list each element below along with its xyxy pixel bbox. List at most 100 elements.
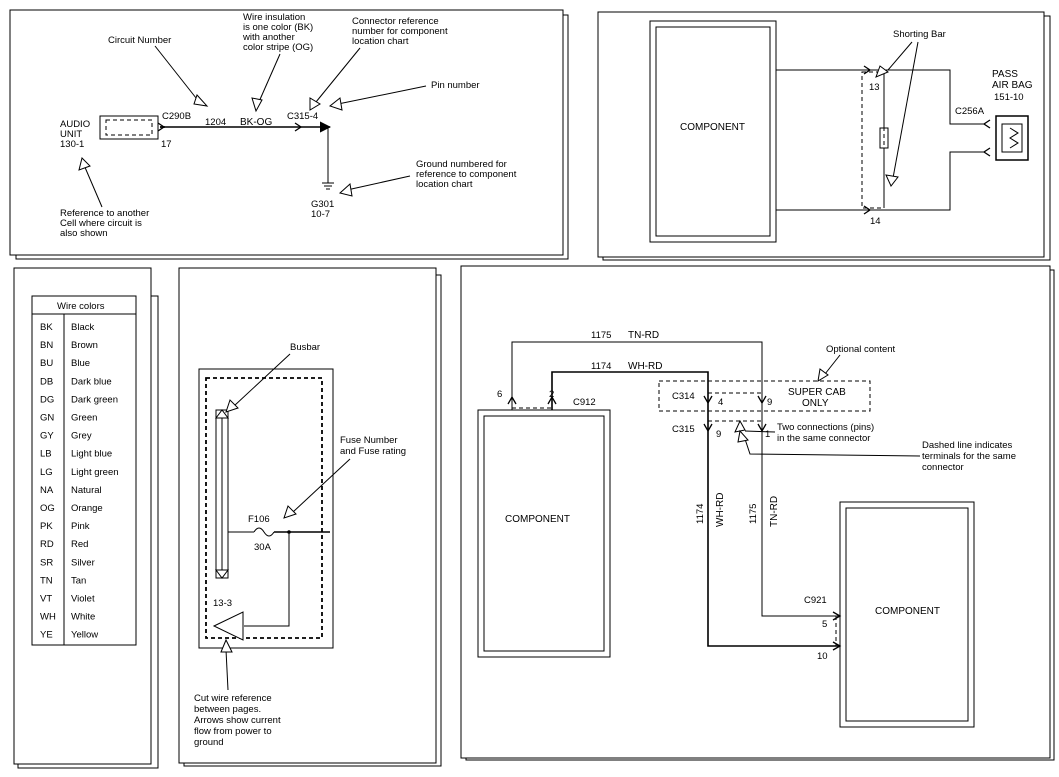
wire-color-name: Red (71, 539, 88, 550)
air-bag-connector (995, 115, 1029, 161)
wire-color-name: Yellow (71, 630, 98, 641)
connector-c315-4: C315-4 (287, 111, 318, 122)
callout-pin-number: Pin number (431, 80, 480, 91)
wire-color-code: YE (40, 630, 53, 641)
ground-ref: 10-7 (311, 209, 330, 220)
connector-c912: C912 (573, 397, 596, 408)
fuse-outer-box (198, 368, 334, 649)
callout-reference-2: Cell where circuit is (60, 218, 142, 229)
connector-c314: C314 (672, 391, 695, 402)
dashed-note-3: connector (922, 462, 964, 473)
wire-color-name: Black (71, 322, 94, 333)
wire-color-code: OG (40, 503, 55, 514)
cut-callout-2: between pages. (194, 704, 261, 715)
callout-insulation-3: with another (242, 32, 295, 43)
wire-color-code: BK (40, 322, 53, 333)
component-box-right (839, 501, 975, 728)
wire-color-name: Grey (71, 431, 92, 442)
wire-color-code: NA (40, 485, 54, 496)
cut-callout-1: Cut wire reference (194, 693, 272, 704)
wire-color-name: Light blue (71, 449, 112, 460)
color-wh-rd-top: WH-RD (628, 361, 662, 372)
wire-color-name: Orange (71, 503, 103, 514)
connector-c315: C315 (672, 424, 695, 435)
wire-color-code: DG (40, 394, 54, 405)
fuse-callout-1: Fuse Number (340, 435, 398, 446)
wire-color-code: LB (40, 449, 52, 460)
two-conn-1: Two connections (pins) (777, 422, 874, 433)
pass-label-1: PASS (992, 69, 1018, 80)
wire-1175-top: 1175 (591, 330, 611, 341)
pin-5: 5 (822, 619, 827, 630)
callout-connector-2: number for component (352, 26, 448, 37)
pass-label-2: AIR BAG (992, 80, 1033, 91)
optional-content-box (658, 380, 871, 412)
fuse-callout-2: and Fuse rating (340, 446, 406, 457)
audio-unit-box (99, 115, 159, 140)
ground-id: G301 (311, 199, 334, 210)
wire-color-code: SR (40, 557, 53, 568)
vert-wh-rd: WH-RD (715, 493, 726, 527)
wire-color-code: PK (40, 521, 53, 532)
wire-color-name: Blue (71, 358, 90, 369)
wire-color-code: BN (40, 340, 53, 351)
wire-color-code: BU (40, 358, 53, 369)
vert-tn-rd: TN-RD (769, 496, 780, 527)
two-conn-2: in the same connector (777, 433, 870, 444)
color-tn-rd-top: TN-RD (628, 330, 659, 341)
connector-c921: C921 (804, 595, 827, 606)
callout-reference-1: Reference to another (60, 208, 149, 219)
wire-1174-top: 1174 (591, 361, 611, 372)
dashed-note-1: Dashed line indicates (922, 440, 1013, 451)
vert-1174: 1174 (695, 504, 706, 524)
component-label-p2: COMPONENT (680, 122, 745, 133)
pin-9a: 9 (767, 397, 772, 408)
pin-17: 17 (161, 139, 172, 150)
wire-color-code: GY (40, 431, 54, 442)
connector-c290b: C290B (162, 111, 191, 122)
callout-ground-1: Ground numbered for (416, 159, 507, 170)
pin-1: 1 (765, 429, 770, 440)
optional-content-label: Optional content (826, 344, 896, 355)
pass-ref: 151-10 (994, 92, 1024, 103)
wire-color-name: Pink (71, 521, 90, 532)
dashed-note-2: terminals for the same (922, 451, 1016, 462)
wire-colors-title: Wire colors (57, 301, 105, 312)
super-cab-2: ONLY (802, 398, 829, 409)
wire-color-code: DB (40, 376, 53, 387)
wire-color-name: Natural (71, 485, 102, 496)
callout-ground-2: reference to component (416, 169, 517, 180)
callout-circuit-number: Circuit Number (108, 35, 171, 46)
panel-fuse: F106 30A 13-3 Busbar Fuse Number and Fus… (178, 267, 442, 767)
callout-reference-3: also shown (60, 228, 108, 239)
wire-color-code: RD (40, 539, 54, 550)
fuse-id: F106 (248, 514, 270, 525)
callout-insulation-4: color stripe (OG) (243, 42, 313, 53)
panel-connectors: COMPONENT COMPONENT 6 2 C912 1175 TN-RD … (460, 265, 1055, 761)
audio-unit-label-2: UNIT (60, 129, 82, 140)
wire-color-name: Dark blue (71, 376, 112, 387)
wire-color-name: Dark green (71, 394, 118, 405)
component-box-left (477, 409, 611, 658)
pin-13: 13 (869, 82, 880, 93)
circuit-1204: 1204 (205, 117, 226, 128)
wire-colors-table (31, 295, 137, 646)
wire-color-code: TN (40, 575, 53, 586)
callout-ground-3: location chart (416, 179, 473, 190)
cut-ref: 13-3 (213, 598, 232, 609)
panel-shorting-bar: COMPONENT 13 14 Shorting Bar C256A PASS … (597, 11, 1051, 261)
wire-color-code: GN (40, 413, 54, 424)
cut-callout-3: Arrows show current (194, 715, 281, 726)
super-cab-1: SUPER CAB (788, 387, 846, 398)
wire-color-name: Violet (71, 594, 95, 605)
callout-insulation-2: is one color (BK) (243, 22, 313, 33)
color-bk-og: BK-OG (240, 117, 272, 128)
pin-2: 2 (549, 389, 554, 400)
wire-color-code: LG (40, 467, 53, 478)
shorting-bar-label: Shorting Bar (893, 29, 946, 40)
pin-6: 6 (497, 389, 502, 400)
fuse-rating: 30A (254, 542, 272, 553)
callout-insulation-1: Wire insulation (243, 12, 305, 23)
